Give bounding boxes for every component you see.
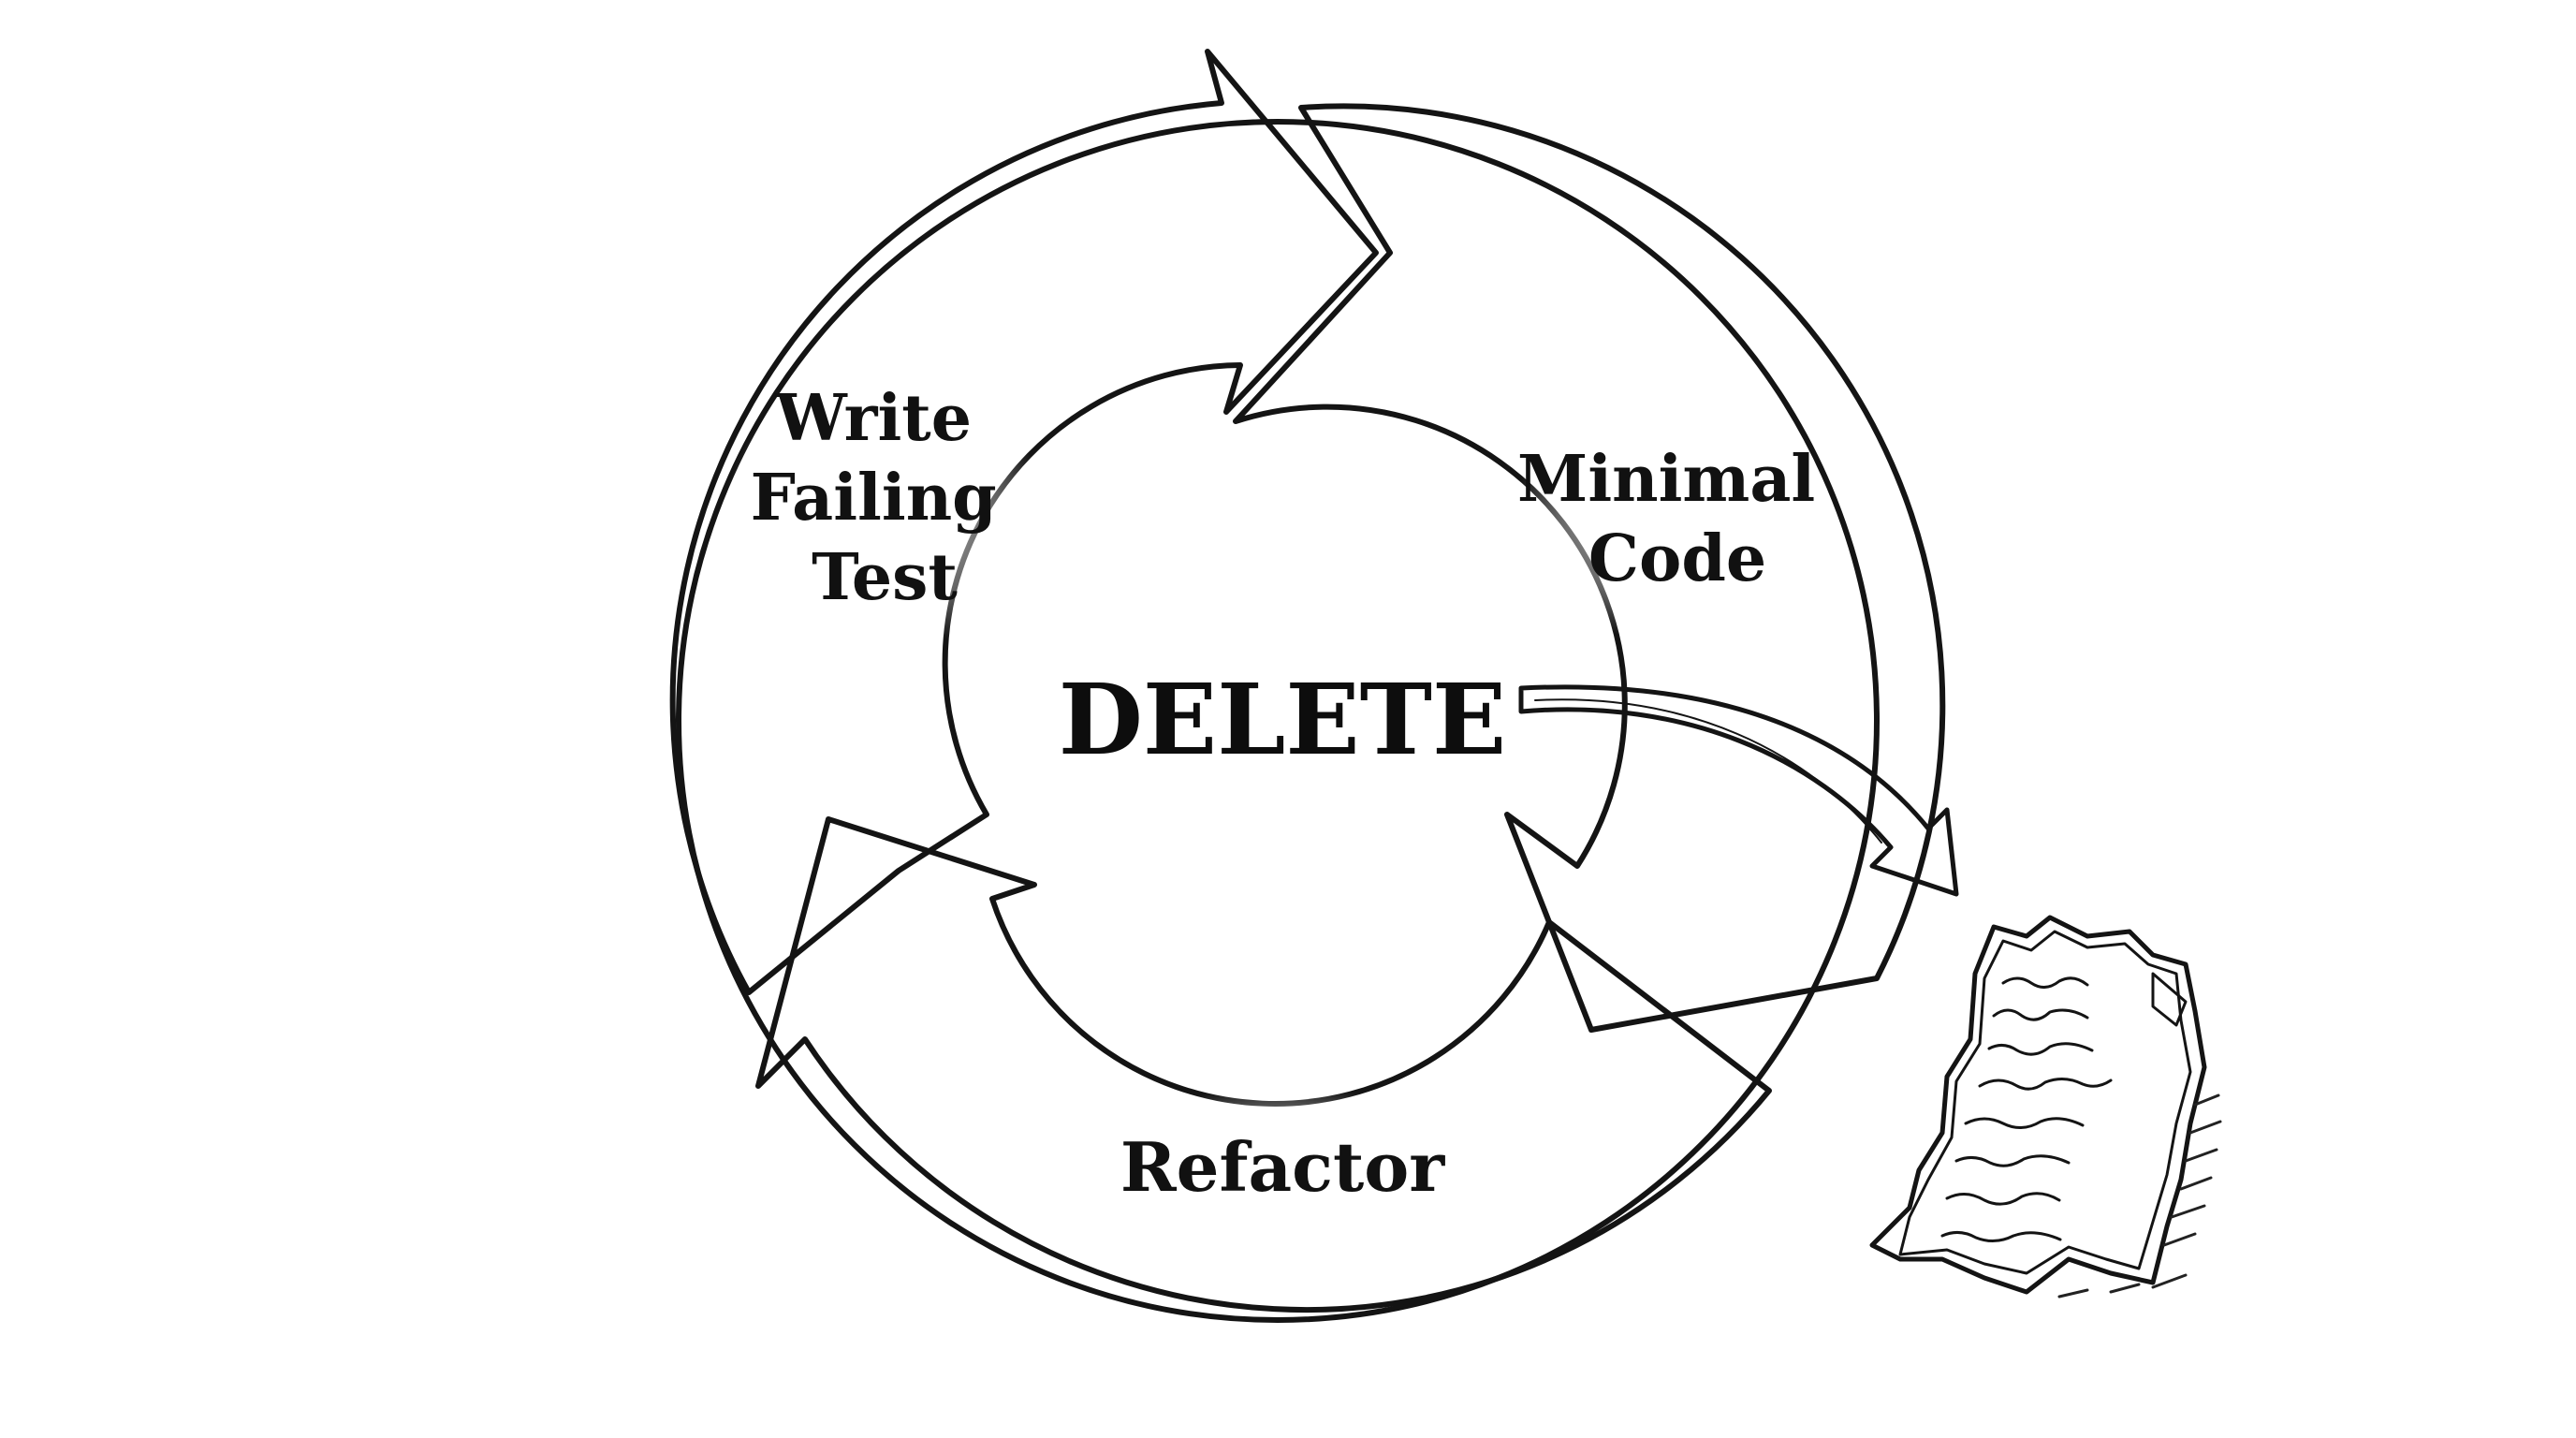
outer-ring: [676, 119, 1880, 1323]
refactor-label: Refactor: [1120, 1127, 1445, 1207]
minimal-code-label: Minimal Code: [1517, 442, 1837, 596]
write-failing-test-label: Write Failing Test: [751, 381, 1019, 615]
refactor-segment: [755, 816, 1772, 1313]
discard-arrow: [1518, 684, 1959, 897]
minimal-code-segment: [1233, 103, 1946, 1033]
delete-label: DELETE: [1059, 662, 1507, 777]
crumpled-paper-icon: [1869, 915, 2222, 1299]
